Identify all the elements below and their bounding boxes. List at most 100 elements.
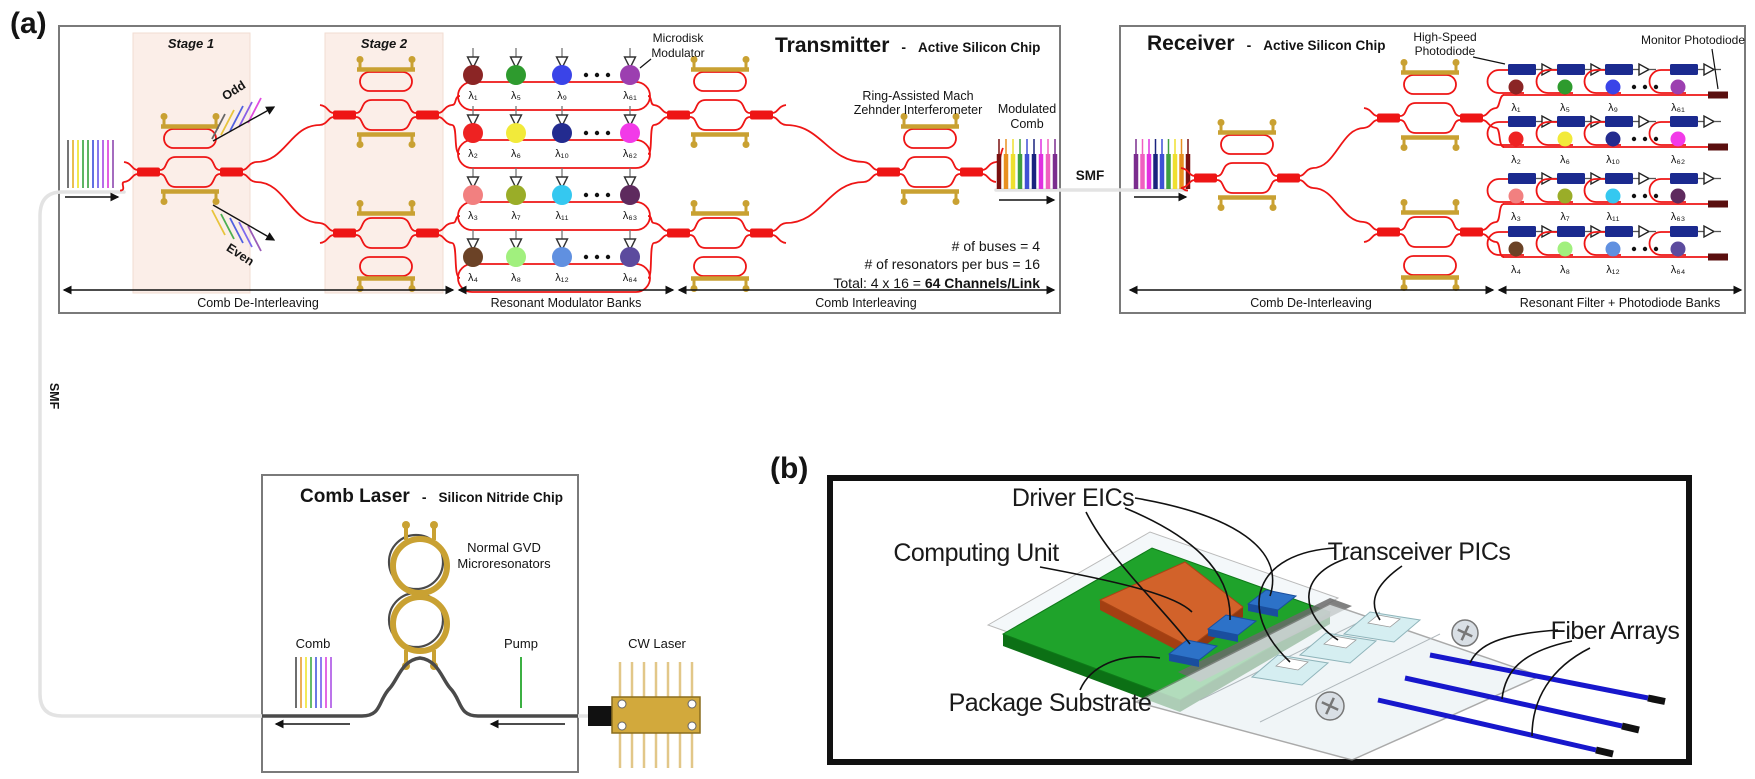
microdisk: [1670, 188, 1686, 204]
microdisk: [463, 65, 483, 85]
svg-text:λ₁₁: λ₁₁: [556, 210, 569, 222]
tx-section-arrows: Comb De-Interleaving Resonant Modulator …: [62, 285, 1056, 310]
high-speed-pd-label-2: Photodiode: [1415, 44, 1476, 58]
svg-text:λ₆₁: λ₆₁: [623, 90, 637, 102]
panel-a-label: (a): [10, 7, 47, 40]
microdisk-label-1: Microdisk: [653, 31, 705, 45]
microdisk: [1670, 79, 1686, 95]
svg-text:λ₁₂: λ₁₂: [555, 272, 568, 284]
transceiver-pics-label: Transceiver PICs: [1328, 538, 1511, 566]
smf-left-label: SMF: [47, 383, 61, 410]
monitor-pd-label: Monitor Photodiode: [1641, 33, 1745, 47]
driver-eic: [1206, 614, 1258, 636]
microdisk: [1670, 131, 1686, 147]
comb-laser-title: Comb Laser-Silicon Nitride Chip: [300, 486, 563, 507]
tx-section1-label: Comb De-Interleaving: [197, 296, 319, 310]
smf-top-label: SMF: [1076, 168, 1105, 183]
gvd-label-1: Normal GVD: [467, 540, 541, 555]
svg-text:λ₁₀: λ₁₀: [1606, 154, 1620, 166]
svg-text:λ₁: λ₁: [468, 90, 478, 102]
svg-text:λ₂: λ₂: [468, 148, 478, 160]
microdisk: [1605, 79, 1621, 95]
microdisk: [552, 65, 572, 85]
fiber-ribbon: [1429, 652, 1649, 701]
rx-microdisks: [1508, 79, 1686, 257]
microdisk: [1557, 79, 1573, 95]
transceiver-pic: [1342, 611, 1422, 643]
comb-laser-box: [261, 474, 579, 773]
high-speed-pd-pointer: [1472, 56, 1506, 65]
svg-text:λ₆: λ₆: [1560, 154, 1570, 166]
svg-text:λ₆₁: λ₆₁: [1671, 102, 1685, 114]
svg-text:λ₁₀: λ₁₀: [555, 148, 569, 160]
monitor-photodiode: [1708, 91, 1728, 99]
modulated-comb-label-2: Comb: [1010, 117, 1043, 131]
microdisk-label-2: Modulator: [651, 46, 704, 60]
rx-lambda-labels: λ₁ λ₅ λ₉ λ₆₁ λ₂ λ₆ λ₁₀ λ₆₂ λ₃ λ₇ λ₁₁ λ₆₃…: [1511, 102, 1686, 276]
transmitter-title: Transmitter-Active Silicon Chip: [775, 34, 1040, 57]
ramzi-label-1: Ring-Assisted Mach: [862, 89, 973, 103]
laser-comb-lines: [295, 657, 332, 708]
svg-text:λ₆₃: λ₆₃: [1671, 211, 1685, 223]
svg-text:# of buses = 4: # of buses = 4: [952, 238, 1041, 254]
microdisk: [1557, 188, 1573, 204]
svg-text:λ₇: λ₇: [511, 210, 521, 222]
microdisk: [506, 123, 526, 143]
svg-text:λ₄: λ₄: [1511, 264, 1522, 276]
fixture-steps: [1199, 611, 1441, 723]
microdisk: [620, 247, 640, 267]
transceiver-pic: [1298, 632, 1378, 664]
microdisk: [552, 247, 572, 267]
laser-comb-label: Comb: [296, 636, 331, 651]
modulated-comb-label-1: Modulated: [998, 102, 1056, 116]
svg-text:λ₈: λ₈: [511, 272, 521, 284]
rx-input-comb: [1133, 139, 1191, 189]
microdisk: [552, 185, 572, 205]
transceiver-pic: [1250, 654, 1330, 686]
screw-icon: [1451, 619, 1479, 647]
svg-text:λ₈: λ₈: [1560, 264, 1570, 276]
microdisk: [1557, 241, 1573, 257]
stage2-region: [324, 32, 444, 294]
microdisk: [506, 185, 526, 205]
svg-text:λ₅: λ₅: [511, 90, 521, 102]
microdisk: [620, 185, 640, 205]
tx-section2-label: Resonant Modulator Banks: [491, 296, 642, 310]
svg-text:λ₃: λ₃: [1511, 211, 1521, 223]
microdisk: [1605, 241, 1621, 257]
panel-b-leaders: [1039, 497, 1591, 737]
ramzi-label-2: Zehnder Interferometer: [854, 103, 983, 117]
modulated-comb: [996, 139, 1058, 189]
tx-ellipsis-dots: [583, 72, 611, 260]
driver-eic: [1167, 639, 1219, 661]
driver-eics-label: Driver EICs: [1012, 484, 1134, 512]
receiver-title: Receiver-Active Silicon Chip: [1147, 32, 1386, 55]
rx-waveguides: [1180, 94, 1726, 258]
svg-text:λ₄: λ₄: [468, 272, 479, 284]
stage2-label: Stage 2: [361, 36, 408, 51]
transmitter-panel: Stage 1 Stage 2 Transmitter-Active Silic…: [62, 31, 1058, 310]
microdisk: [1508, 79, 1524, 95]
svg-text:λ₆₂: λ₆₂: [1671, 154, 1685, 166]
svg-text:λ₉: λ₉: [557, 90, 567, 102]
panel-b-label: (b): [770, 452, 808, 485]
svg-text:λ₁₂: λ₁₂: [1606, 264, 1619, 276]
svg-text:λ₆₄: λ₆₄: [1671, 264, 1686, 276]
fiber-ribbon: [1404, 675, 1623, 729]
microdisk: [463, 185, 483, 205]
microdisk: [1670, 241, 1686, 257]
svg-text:λ₆₃: λ₆₃: [623, 210, 637, 222]
svg-text:λ₃: λ₃: [468, 210, 478, 222]
smf-fiber-left: [38, 190, 264, 718]
microdisk: [1557, 131, 1573, 147]
microdisk: [620, 123, 640, 143]
svg-text:# of resonators per bus = 16: # of resonators per bus = 16: [865, 256, 1041, 272]
tx-microdisks: [463, 65, 640, 267]
stage1-region: [132, 32, 251, 294]
svg-text:λ₁: λ₁: [1511, 102, 1521, 114]
svg-text:Total: 4 x 16 = 64 Channels/L: Total: 4 x 16 = 64 Channels/Link: [833, 275, 1040, 291]
rx-section-arrows: Comb De-Interleaving Resonant Filter + P…: [1128, 285, 1743, 310]
microdisk: [506, 247, 526, 267]
svg-text:λ₁₁: λ₁₁: [1607, 211, 1620, 223]
